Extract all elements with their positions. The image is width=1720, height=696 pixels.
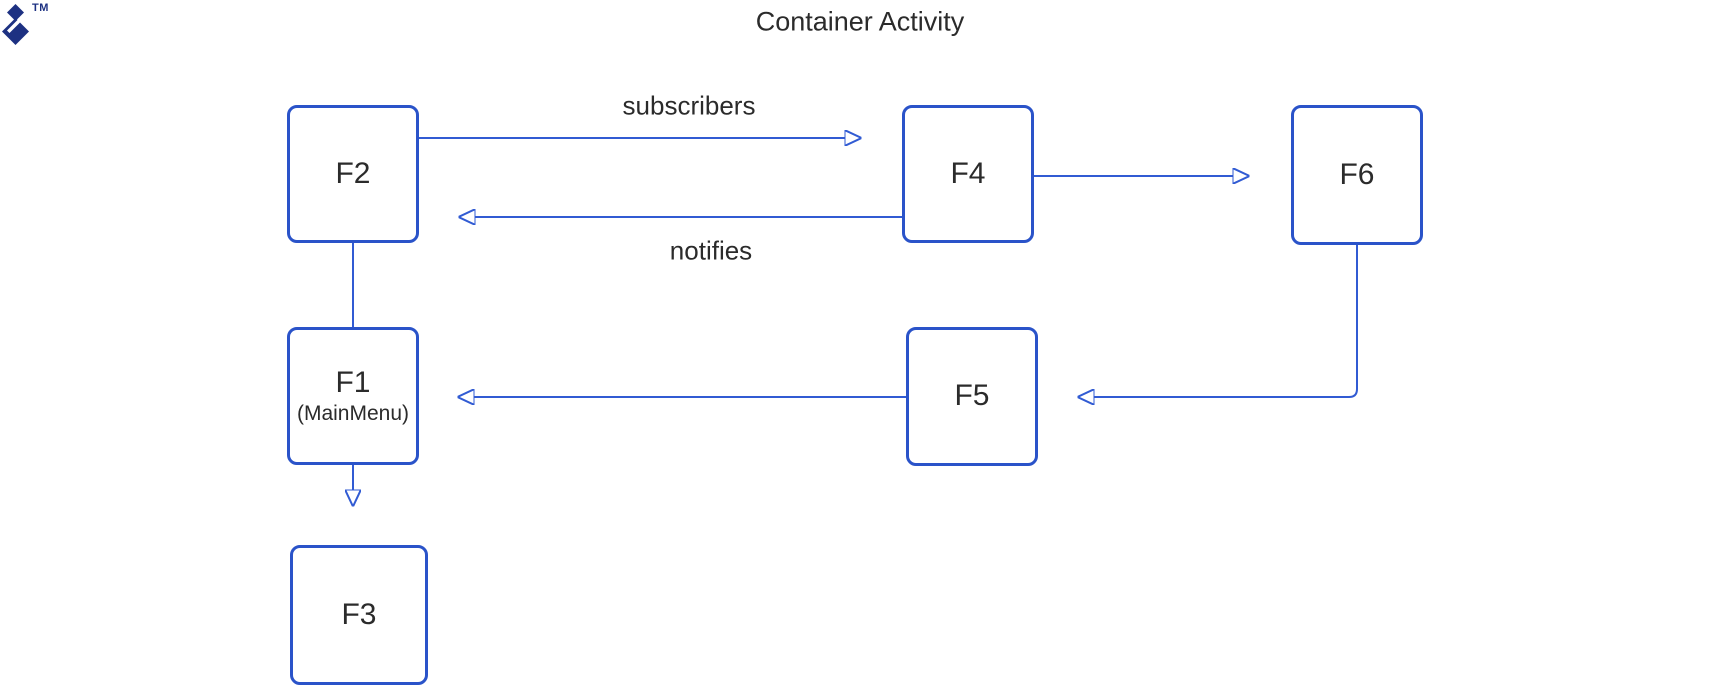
node-f6: F6 bbox=[1291, 105, 1423, 245]
node-f2-label: F2 bbox=[335, 156, 371, 190]
node-f5-label: F5 bbox=[954, 379, 990, 413]
edge-label-notifies: notifies bbox=[669, 235, 753, 266]
node-f4-label: F4 bbox=[950, 156, 986, 190]
node-f3-label: F3 bbox=[341, 597, 377, 631]
node-f6-label: F6 bbox=[1339, 157, 1375, 191]
node-f2: F2 bbox=[287, 105, 419, 243]
node-f4: F4 bbox=[902, 105, 1034, 243]
node-f1-sublabel: (MainMenu) bbox=[296, 402, 410, 426]
node-f1-label: F1 bbox=[335, 365, 371, 399]
toptal-logo: TM bbox=[2, 2, 52, 50]
node-f3: F3 bbox=[290, 545, 428, 685]
edge-label-subscribers: subscribers bbox=[622, 90, 756, 121]
edge-f6-f5-elbow bbox=[1094, 245, 1358, 397]
node-f1: F1 (MainMenu) bbox=[287, 327, 419, 465]
node-f5: F5 bbox=[906, 327, 1038, 466]
toptal-logo-icon bbox=[2, 4, 29, 45]
diagram-title: Container Activity bbox=[755, 6, 965, 37]
trademark-label: TM bbox=[32, 2, 49, 14]
